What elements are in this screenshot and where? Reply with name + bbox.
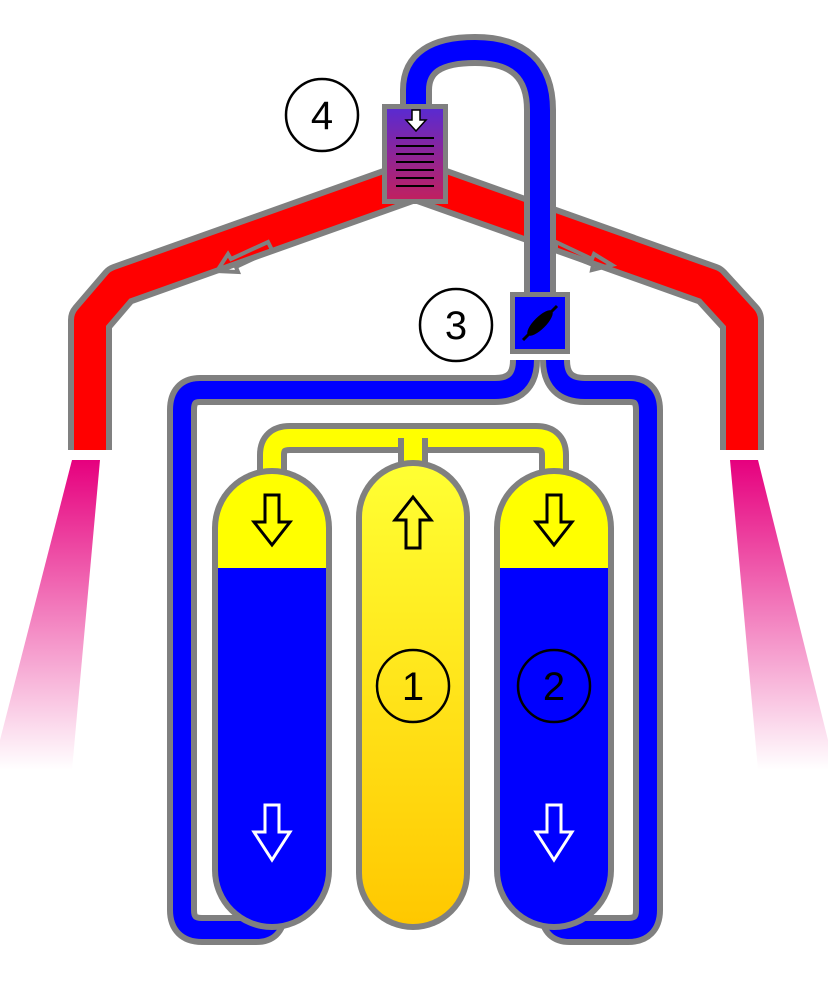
flow-arrow-icon [532,493,576,548]
flow-arrow-icon [250,493,294,548]
valve-marker [418,287,494,363]
right-flame-plume [730,460,828,770]
tank-right-marker [516,648,592,724]
fuel-tank-right: 2 [494,468,614,930]
flow-arrow-icon [533,803,575,863]
flow-arrow-icon [251,803,293,863]
tank-right-label: 2 [543,665,565,709]
fuel-tank-center: 1 [356,460,470,930]
tank-center-marker [375,648,451,724]
flow-arrow-icon [404,109,428,133]
flow-arrow-icon [554,238,618,273]
butterfly-valve-icon [521,304,559,342]
valve [510,292,570,354]
flow-arrow-icon [391,494,435,550]
tank-center-label: 1 [402,665,424,709]
heat-exchanger-icon [396,137,434,187]
burner-label: 4 [311,94,333,138]
flow-arrow-icon [213,239,275,275]
left-flame-plume [0,460,100,770]
burner-marker [284,77,360,153]
fuel-tank-left [212,468,332,930]
burner [382,104,448,204]
valve-label: 3 [445,304,467,348]
